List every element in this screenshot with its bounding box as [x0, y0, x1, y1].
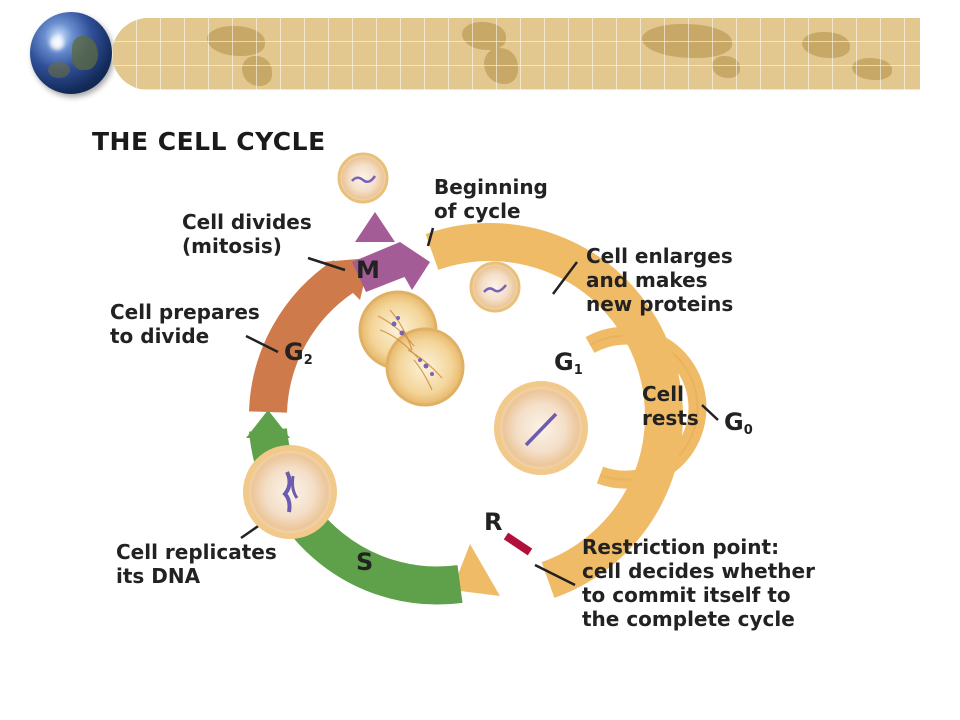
- g2-arc: [249, 260, 355, 414]
- label-cell-enlarges: Cell enlarges and makes new proteins: [586, 244, 734, 316]
- label-cell-rests: Cell rests: [642, 382, 699, 430]
- cell-top: [337, 152, 389, 204]
- cell-g1-small: [469, 261, 521, 313]
- header-banner: [0, 0, 960, 110]
- phase-m: M: [356, 256, 380, 284]
- g1-arrowhead: [452, 544, 500, 596]
- label-cell-divides: Cell divides (mitosis): [182, 210, 312, 258]
- globe-icon: [30, 12, 112, 94]
- phase-g0: G0: [724, 408, 753, 438]
- label-cell-prepares: Cell prepares to divide: [110, 300, 260, 348]
- world-map-strip: [112, 18, 920, 90]
- label-cell-replicates: Cell replicates its DNA: [116, 540, 277, 588]
- label-restriction-point: Restriction point: cell decides whether …: [582, 535, 815, 631]
- cell-g1-large: [494, 381, 588, 475]
- g1-arc: [425, 223, 683, 598]
- diagram-title: THE CELL CYCLE: [92, 127, 326, 156]
- cell-s: [243, 445, 337, 539]
- label-beginning: Beginning of cycle: [434, 175, 548, 223]
- phase-s: S: [356, 548, 374, 576]
- cell-dividing: [358, 290, 465, 407]
- m-phase-block: [352, 212, 430, 292]
- s-arrowhead: [246, 410, 290, 438]
- phase-r: R: [484, 508, 503, 536]
- phase-g1: G1: [554, 348, 583, 378]
- phase-g2: G2: [284, 338, 313, 368]
- restriction-mark: [503, 532, 533, 556]
